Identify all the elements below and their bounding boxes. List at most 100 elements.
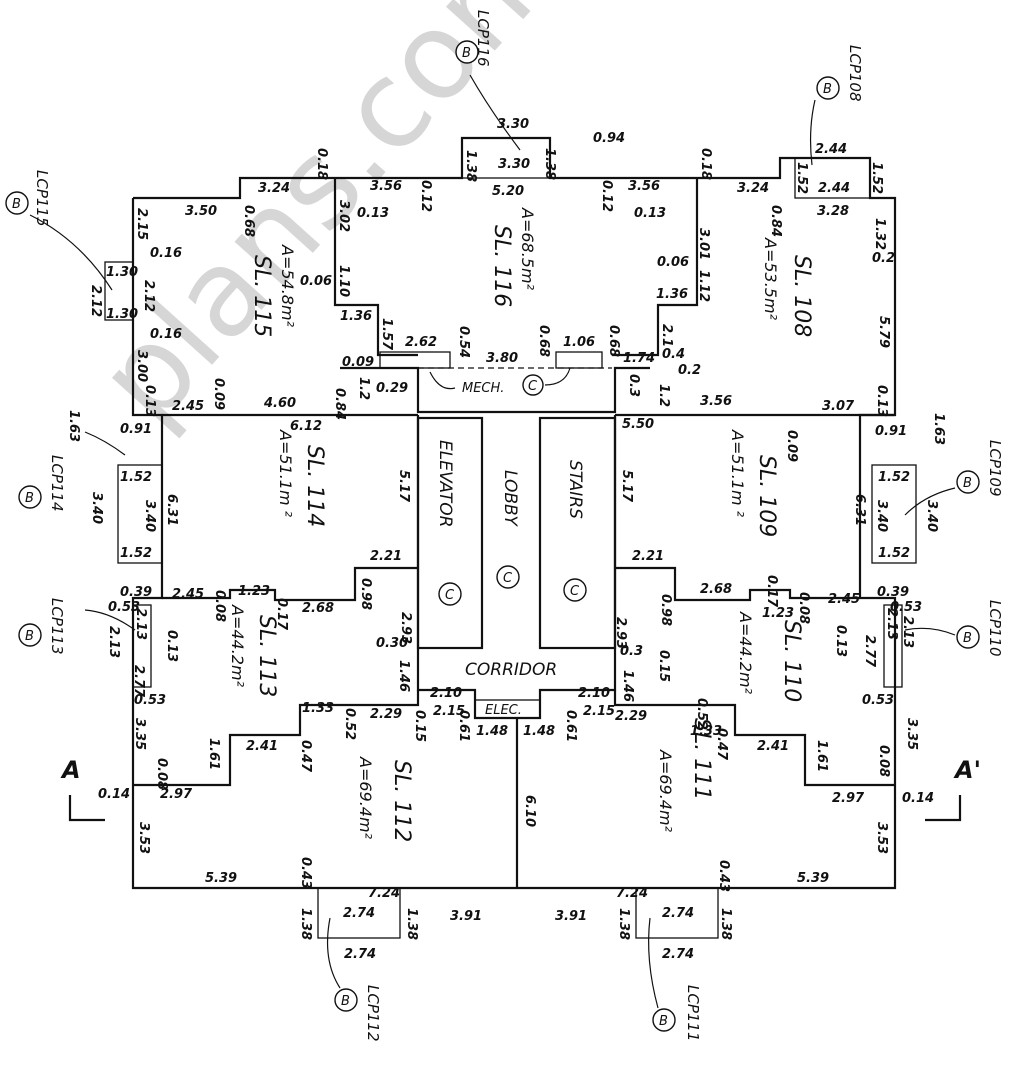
dim: 1.23 bbox=[762, 606, 794, 621]
dim: 0.2 bbox=[678, 363, 701, 378]
leader-mech-right bbox=[544, 367, 571, 386]
elevator-shaft bbox=[416, 416, 484, 650]
room-sl114-area: A=51.1m ² bbox=[276, 429, 295, 518]
lcp109-marker-text: B bbox=[963, 476, 972, 491]
dim: 1.74 bbox=[623, 351, 655, 366]
dim: 0.08 bbox=[796, 592, 811, 624]
dim: 0.39 bbox=[877, 585, 909, 600]
lcp111-leader bbox=[648, 917, 659, 1009]
dim: 3.35 bbox=[132, 718, 147, 750]
lcp114-marker bbox=[18, 485, 42, 509]
dim: 0.91 bbox=[875, 424, 907, 439]
dim: 2.13 bbox=[133, 608, 148, 640]
section-a-left-line bbox=[68, 795, 105, 822]
dim: 3.07 bbox=[822, 399, 855, 414]
dim: 2.41 bbox=[757, 739, 789, 754]
section-a-left: A bbox=[60, 756, 81, 784]
dim: 1.12 bbox=[696, 270, 711, 302]
dim: 1.57 bbox=[379, 318, 394, 351]
marker-c-mech-text: C bbox=[528, 379, 538, 394]
lcp116-leader bbox=[469, 74, 521, 151]
dim: 1.38 bbox=[718, 908, 733, 940]
balcony-113 bbox=[132, 604, 152, 688]
room-sl116-area: A=68.5m² bbox=[518, 207, 537, 291]
dim: 2.15 bbox=[583, 704, 615, 719]
dim: 3.91 bbox=[555, 909, 587, 924]
dim: 3.56 bbox=[370, 179, 402, 194]
room-sl112-area: A=69.4m² bbox=[356, 756, 375, 840]
dim: 0.3 bbox=[626, 374, 641, 397]
dim: 2.45 bbox=[828, 592, 860, 607]
lcp113-marker-text: B bbox=[25, 629, 34, 644]
lcp108-group: B LCP108 bbox=[809, 45, 864, 166]
dim: 2.10 bbox=[430, 686, 462, 701]
dim: 1.38 bbox=[463, 150, 478, 182]
room-sl109-name: SL. 109 bbox=[754, 455, 779, 537]
dim: 1.61 bbox=[814, 740, 829, 772]
dim: 2.62 bbox=[405, 335, 437, 350]
dim: 5.39 bbox=[797, 871, 829, 886]
dim: 0.30 bbox=[376, 636, 408, 651]
room-sl111-name: SL. 111 bbox=[689, 718, 714, 800]
balcony-110 bbox=[883, 604, 903, 688]
marker-c-elevator bbox=[438, 582, 462, 606]
balcony-111 bbox=[635, 887, 719, 939]
dim: 0.61 bbox=[563, 710, 578, 742]
dim: 0.3 bbox=[620, 644, 643, 659]
dim: 0.98 bbox=[358, 578, 373, 610]
wall-sl110 bbox=[613, 690, 895, 787]
section-a-right: A' bbox=[953, 756, 981, 784]
dim: 1.38 bbox=[542, 148, 557, 180]
dim: 5.20 bbox=[492, 184, 524, 199]
dim: 1.46 bbox=[620, 670, 635, 702]
dim: 3.40 bbox=[924, 500, 939, 532]
dim: 2.29 bbox=[615, 709, 647, 724]
dim: 2.41 bbox=[246, 739, 278, 754]
dim: 0.12 bbox=[599, 180, 614, 212]
dim: 2.12 bbox=[88, 285, 103, 317]
dim: 3.56 bbox=[628, 179, 660, 194]
dim: 1.06 bbox=[563, 335, 595, 350]
dim: 0.53 bbox=[890, 600, 922, 615]
label-elevator: ELEVATOR bbox=[435, 440, 455, 527]
dim: 3.30 bbox=[498, 157, 530, 172]
dim: 0.08 bbox=[154, 758, 169, 790]
lcp110-label: LCP110 bbox=[986, 600, 1004, 657]
dimensions: 3.30 3.30 1.38 1.38 0.94 0.18 3.56 0.12 … bbox=[66, 117, 946, 962]
dim: 0.13 bbox=[357, 206, 389, 221]
lcp108-leader bbox=[809, 99, 816, 166]
dim: 5.17 bbox=[619, 470, 634, 503]
dim: 3.02 bbox=[336, 200, 351, 232]
lcp110-marker bbox=[956, 625, 980, 649]
dim: 6.12 bbox=[290, 419, 322, 434]
dim: 2.45 bbox=[172, 399, 204, 414]
dim: 6.10 bbox=[522, 795, 537, 827]
room-sl113-area: A=44.2m² bbox=[228, 604, 247, 688]
dim: 2.15 bbox=[433, 704, 465, 719]
dim: 1.52 bbox=[869, 162, 884, 194]
balcony-116 bbox=[461, 137, 551, 179]
dim: 6.31 bbox=[164, 494, 179, 526]
dim: 3.40 bbox=[142, 500, 157, 532]
dim: 2.74 bbox=[662, 947, 694, 962]
dim: 0.94 bbox=[593, 131, 625, 146]
dim: 0.08 bbox=[876, 745, 891, 777]
dim: 0.68 bbox=[606, 325, 621, 357]
dim: 5.79 bbox=[876, 316, 891, 348]
lcp108-marker-text: B bbox=[823, 82, 832, 97]
dim: 0.47 bbox=[714, 728, 729, 761]
lcp114-leader bbox=[84, 431, 126, 456]
room-sl115-name: SL. 115 bbox=[249, 255, 274, 337]
wall-core-top bbox=[340, 366, 650, 414]
lcp116-label: LCP116 bbox=[474, 10, 492, 67]
dim: 2.77 bbox=[131, 665, 146, 698]
lcp116-group: B LCP116 bbox=[455, 10, 521, 151]
room-sl110-area: A=44.2m² bbox=[736, 611, 755, 695]
dim: 3.28 bbox=[817, 204, 849, 219]
room-sl111-area: A=69.4m² bbox=[656, 749, 675, 833]
lcp116-marker bbox=[455, 40, 479, 64]
balcony-115 bbox=[104, 261, 134, 321]
dim: 0.61 bbox=[456, 710, 471, 742]
dim: 5.50 bbox=[622, 417, 654, 432]
